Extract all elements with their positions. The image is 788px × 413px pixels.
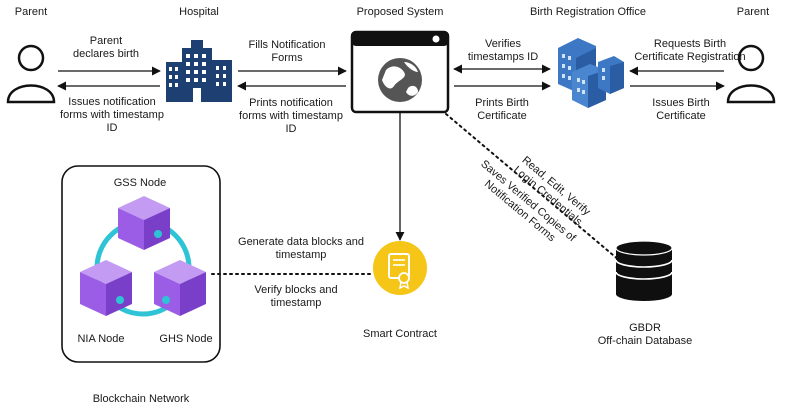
flow-verify-blocks: Verify blocks and timestamp xyxy=(254,284,338,309)
smart-contract-label: Smart Contract xyxy=(363,328,437,340)
flow-issues-notification-forms: Issues notification forms with timestamp… xyxy=(60,96,164,134)
nia-node-cube xyxy=(80,260,132,316)
parent-left-label: Parent xyxy=(14,6,48,18)
office-buildings-icon xyxy=(558,38,624,108)
database-subtitle-label: Off-chain Database xyxy=(597,335,693,347)
flow-prints-birth-certificate: Prints Birth Certificate xyxy=(475,97,529,122)
database-cylinder-icon xyxy=(615,240,673,301)
database-name-label: GBDR xyxy=(629,322,661,334)
ghs-node-label: GHS Node xyxy=(159,333,213,345)
flow-requests-birth-certificate: Requests Birth Certificate Registration xyxy=(634,38,746,63)
flow-fills-notification-forms: Fills Notification Forms xyxy=(248,39,326,64)
proposed-system-label: Proposed System xyxy=(356,6,444,18)
hospital-building-icon xyxy=(166,40,232,102)
browser-globe-icon xyxy=(350,30,450,114)
parent-right-icon xyxy=(726,44,776,104)
gss-node-label: GSS Node xyxy=(113,177,167,189)
hospital-label: Hospital xyxy=(179,6,219,18)
gss-node-cube xyxy=(118,196,170,250)
flow-verifies-timestamps: Verifies timestamps ID xyxy=(467,38,539,63)
flow-parent-declares-birth: Parent declares birth xyxy=(72,35,140,60)
nia-node-label: NIA Node xyxy=(77,333,125,345)
flow-generate-data-blocks: Generate data blocks and timestamp xyxy=(238,236,364,261)
flow-prints-notification-forms: Prints notification forms with timestamp… xyxy=(239,97,343,135)
parent-left-icon xyxy=(6,44,56,104)
blockchain-network-label: Blockchain Network xyxy=(92,393,190,405)
certificate-icon xyxy=(373,241,427,295)
flow-issues-birth-certificate: Issues Birth Certificate xyxy=(652,97,710,122)
parent-right-label: Parent xyxy=(736,6,770,18)
blockchain-network-frame xyxy=(61,165,221,363)
birth-registration-office-label: Birth Registration Office xyxy=(530,6,646,18)
ghs-node-cube xyxy=(154,260,206,316)
